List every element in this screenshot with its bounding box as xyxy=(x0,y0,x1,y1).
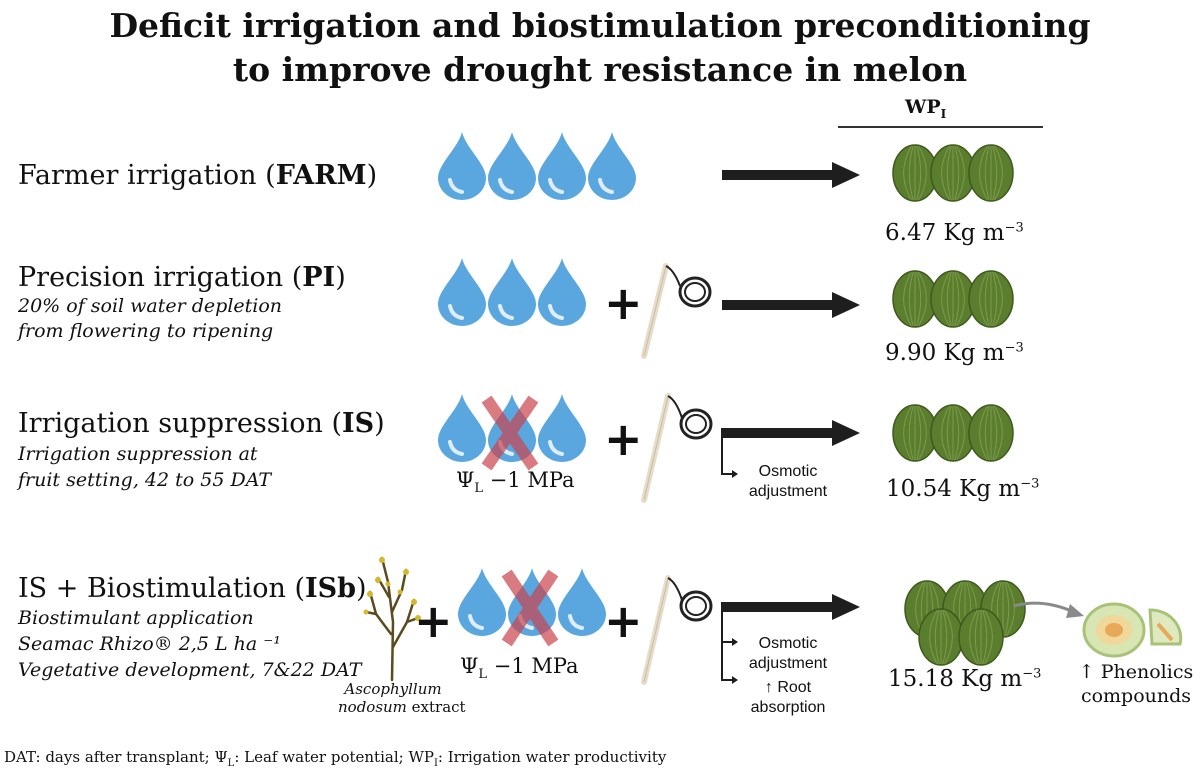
melon-icon xyxy=(930,144,976,202)
plus-sign-extract: + xyxy=(414,594,453,648)
arrow-is xyxy=(721,420,860,478)
water-drop-icon xyxy=(558,568,606,636)
water-drop-icon xyxy=(588,132,636,200)
wp-value-isb: 15.18 Kg m−3 xyxy=(888,666,1042,692)
wp-header-rule xyxy=(838,126,1043,128)
treatment-isb-note-1: Biostimulant application xyxy=(18,607,254,629)
treatment-is-name: Irrigation suppression (IS) xyxy=(18,408,385,439)
wp-value-pi: 9.90 Kg m−3 xyxy=(885,340,1024,366)
water-drop-icon xyxy=(458,568,506,636)
wp-value-is: 10.54 Kg m−3 xyxy=(886,476,1040,502)
treatment-is-note-1: Irrigation suppression at xyxy=(18,443,258,465)
treatment-isb-note-2: Seamac Rhizo® 2,5 L ha ⁻¹ xyxy=(18,633,281,655)
soil-moisture-sensor-icon xyxy=(641,575,713,685)
melon-icon xyxy=(958,608,1004,666)
wp-header: WPI xyxy=(905,96,947,121)
plus-sign: + xyxy=(604,412,643,466)
melon-icon xyxy=(930,270,976,328)
treatment-pi-name: Precision irrigation (PI) xyxy=(18,262,346,293)
treatment-pi-note-1: 20% of soil water depletion xyxy=(18,295,283,317)
leaf-water-potential-label: ΨL −1 MPa xyxy=(456,468,575,497)
water-drop-icon xyxy=(438,258,486,326)
melon-icon xyxy=(968,404,1014,462)
water-drop-icon xyxy=(438,394,486,462)
melon-icon xyxy=(968,144,1014,202)
melon-icon xyxy=(918,608,964,666)
water-drop-icon xyxy=(438,132,486,200)
water-drop-icon xyxy=(488,258,536,326)
suppression-cross-icon xyxy=(481,395,539,471)
soil-moisture-sensor-icon xyxy=(641,263,712,359)
wp-value-farm: 6.47 Kg m−3 xyxy=(885,220,1024,246)
title-line-1: Deficit irrigation and biostimulation pr… xyxy=(109,6,1091,45)
water-drop-icon xyxy=(538,132,586,200)
curved-arrow xyxy=(1013,601,1084,618)
treatment-isb-note-3: Vegetative development, 7&22 DAT xyxy=(18,659,362,681)
plus-sign: + xyxy=(604,594,643,648)
melon-icon xyxy=(968,270,1014,328)
soil-moisture-sensor-icon xyxy=(641,393,713,503)
treatment-pi-note-2: from flowering to ripening xyxy=(18,320,274,342)
arrow-pi xyxy=(722,292,860,318)
water-drop-icon xyxy=(488,132,536,200)
treatment-is-note-2: fruit setting, 42 to 55 DAT xyxy=(18,469,272,491)
melon-icon xyxy=(892,270,938,328)
treatment-farm-name: Farmer irrigation (FARM) xyxy=(18,160,378,191)
melon-icon xyxy=(892,404,938,462)
cut-melon-icon xyxy=(1082,602,1183,658)
footnote: DAT: days after transplant; ΨL: Leaf wat… xyxy=(4,748,667,769)
title-line-2: to improve drought resistance in melon xyxy=(232,50,968,89)
suppression-cross-icon xyxy=(501,569,559,647)
arrow-isb xyxy=(721,594,860,684)
leaf-water-potential-label: ΨL −1 MPa xyxy=(460,654,579,683)
arrow-farm xyxy=(722,162,860,188)
seaweed-icon xyxy=(363,556,421,682)
plus-sign: + xyxy=(604,276,643,330)
water-drop-icon xyxy=(538,258,586,326)
water-drop-icon xyxy=(538,394,586,462)
treatment-isb-name: IS + Biostimulation (ISb) xyxy=(18,573,367,604)
